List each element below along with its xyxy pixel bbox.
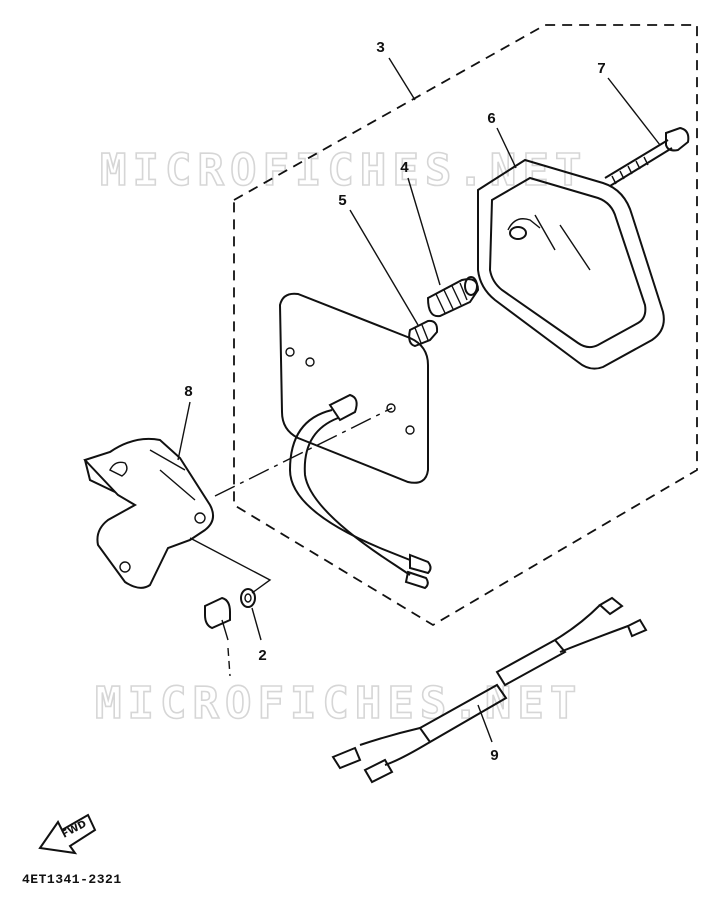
callout-9: 9 bbox=[490, 748, 499, 765]
assembly-center-line bbox=[214, 407, 393, 497]
part-6-lens bbox=[477, 158, 665, 370]
callout-3: 3 bbox=[376, 40, 385, 57]
callout-5: 5 bbox=[338, 193, 347, 210]
part-4-bulb bbox=[426, 276, 480, 318]
diagram-code: 4ET1341-2321 bbox=[22, 872, 122, 887]
watermark-bottom: MICROFICHES.NET bbox=[95, 678, 582, 729]
leader-lines bbox=[177, 57, 661, 743]
part-8-bracket bbox=[83, 437, 215, 589]
part-9-wire-harness bbox=[331, 596, 648, 784]
part-5-small-bulb bbox=[408, 319, 439, 348]
callout-6: 6 bbox=[487, 111, 496, 128]
fwd-arrow-icon: FWD bbox=[38, 813, 97, 855]
callout-7: 7 bbox=[597, 61, 606, 78]
lamp-base-plate bbox=[278, 292, 432, 590]
part-2-bolt-washer bbox=[189, 537, 272, 677]
watermark-top: MICROFICHES.NET bbox=[100, 145, 587, 196]
callout-8: 8 bbox=[184, 384, 193, 401]
callout-2: 2 bbox=[258, 648, 267, 665]
callout-4: 4 bbox=[400, 160, 409, 177]
assembly-boundary bbox=[233, 24, 698, 627]
part-7-screw bbox=[604, 126, 690, 187]
